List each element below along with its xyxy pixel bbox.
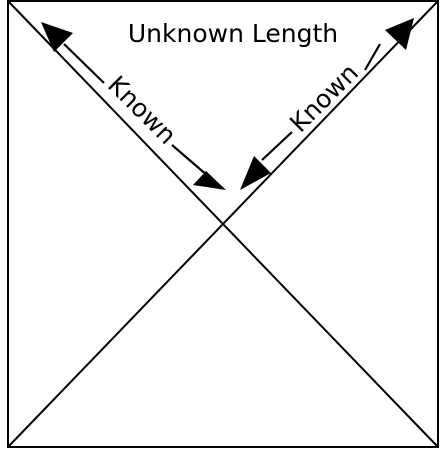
arrowhead-top-left bbox=[41, 22, 73, 52]
right-dimension-arrow bbox=[240, 18, 414, 190]
arrowhead-center-right bbox=[240, 156, 271, 190]
label-unknown-length: Unknown Length bbox=[128, 19, 338, 48]
label-known-right: Known bbox=[284, 58, 364, 138]
square-outline bbox=[7, 0, 439, 448]
arrowhead-top-right bbox=[385, 18, 414, 50]
diagonal-tr-bl bbox=[7, 0, 439, 448]
arrowhead-center-left bbox=[193, 171, 226, 190]
left-dimension-arrow bbox=[41, 22, 226, 190]
